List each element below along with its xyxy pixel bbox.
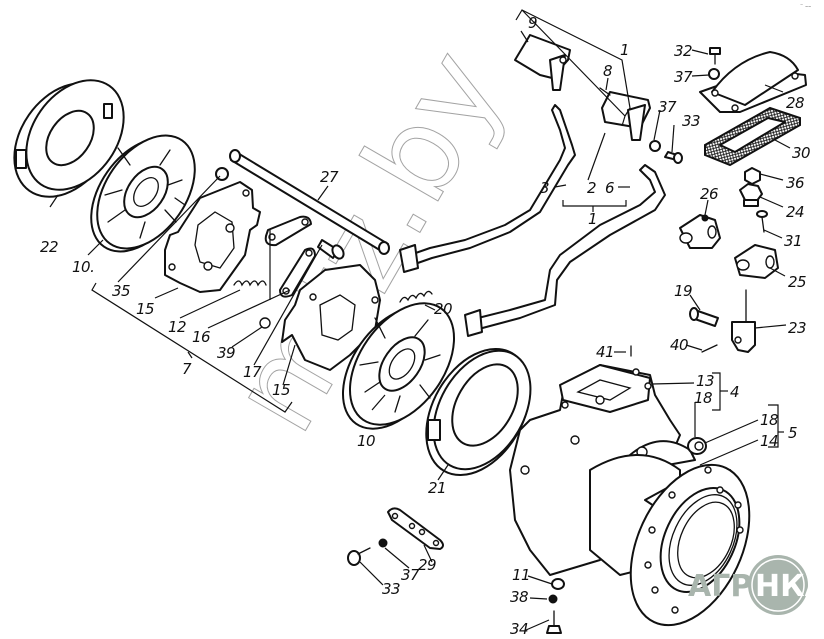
label-8: 8 <box>603 62 612 80</box>
label-26: 26 <box>700 185 718 203</box>
part-33-bolt-top <box>664 151 683 164</box>
logo-text-inside: НКА <box>755 569 824 604</box>
label-33-top: 33 <box>682 112 700 130</box>
label-17: 17 <box>243 363 262 381</box>
part-3-lever <box>399 104 576 273</box>
part-9-pedal-pad <box>514 34 571 91</box>
label-37-mid: 37 <box>658 98 677 116</box>
part-25-yoke <box>734 244 779 279</box>
label-21: 21 <box>428 479 446 497</box>
label-22: 22 <box>40 238 58 256</box>
label-37-top: 37 <box>674 68 693 86</box>
label-3: 3 <box>540 179 549 197</box>
part-12-spring <box>233 280 267 287</box>
label-41: 41 <box>596 343 614 361</box>
label-15-mid: 15 <box>272 381 290 399</box>
leader-lines <box>49 9 791 631</box>
part-32-bolt <box>709 47 721 65</box>
part-34-bolt <box>546 610 562 634</box>
part-8-pedal-pad <box>599 87 651 141</box>
part-21-drum <box>425 347 532 477</box>
label-20: 20 <box>434 300 452 318</box>
part-23-clevis-rod <box>731 289 756 353</box>
label-10-left: 10. <box>72 258 94 276</box>
label-18-b: 18 <box>760 411 778 429</box>
label-28: 28 <box>786 94 804 112</box>
part-37-washer-top <box>708 68 720 80</box>
part-10-brake-disc-left <box>90 134 196 253</box>
label-36: 36 <box>786 174 804 192</box>
part-14-flange <box>629 463 751 627</box>
part-16-links <box>264 215 316 298</box>
part-40-cotter-pin <box>701 344 718 353</box>
part-37-washer-bottom <box>378 538 388 548</box>
part-10-brake-disc-mid <box>341 302 456 430</box>
part-37-washer-mid <box>649 140 661 152</box>
part-6-lever <box>464 164 666 337</box>
part-28-cover <box>699 51 807 113</box>
label-31: 31 <box>784 232 802 250</box>
part-38-washer <box>548 594 558 604</box>
label-12: 12 <box>168 318 186 336</box>
label-38: 38 <box>510 588 528 606</box>
label-9: 9 <box>528 14 537 32</box>
label-40: 40 <box>670 336 688 354</box>
part-17-bolt <box>317 239 345 260</box>
part-15-brake-plate-left <box>164 181 261 293</box>
part-30-gasket <box>704 106 801 167</box>
label-10-mid: 10 <box>357 432 375 450</box>
label-6: 6 <box>605 179 614 197</box>
part-27-shaft <box>229 149 390 255</box>
label-14: 14 <box>760 432 778 450</box>
label-33-bottom: 33 <box>382 580 400 598</box>
part-26-yoke <box>679 214 721 249</box>
label-15-left: 15 <box>136 300 154 318</box>
label-25: 25 <box>788 273 806 291</box>
label-18-a: 18 <box>694 389 712 407</box>
corner-mark: ⁻ –– <box>800 3 811 10</box>
label-27: 27 <box>320 168 339 186</box>
label-1-top: 1 <box>620 41 629 59</box>
label-32: 32 <box>674 42 692 60</box>
label-29: 29 <box>418 556 436 574</box>
part-36-nut <box>744 167 761 185</box>
label-30: 30 <box>792 144 810 162</box>
label-23: 23 <box>788 319 806 337</box>
agronka-logo: АГРО НКА <box>688 555 824 615</box>
part-22-cover <box>13 79 125 198</box>
logo-text-outside: АГРО <box>688 569 778 604</box>
part-labels: 9 1 8 37 33 32 37 28 30 36 24 31 26 25 1… <box>40 14 811 638</box>
part-18-bushing <box>687 437 707 455</box>
label-35: 35 <box>112 282 130 300</box>
label-5: 5 <box>788 424 797 442</box>
label-19: 19 <box>674 282 692 300</box>
label-37-bottom: 37 <box>401 566 420 584</box>
part-31-bolt <box>756 210 768 233</box>
label-11: 11 <box>512 566 530 584</box>
label-1-mid: 1 <box>588 210 597 228</box>
part-39-ball <box>259 317 271 329</box>
label-34: 34 <box>510 620 528 638</box>
label-2: 2 <box>587 179 596 197</box>
part-19-pin <box>689 307 719 327</box>
part-29-plate <box>387 507 444 550</box>
label-13: 13 <box>696 372 714 390</box>
label-24: 24 <box>786 203 804 221</box>
part-20-spring <box>399 290 433 303</box>
label-16: 16 <box>192 328 210 346</box>
label-7: 7 <box>182 360 192 378</box>
label-39: 39 <box>217 344 235 362</box>
part-11-plug <box>551 578 565 590</box>
part-24-nut <box>739 183 763 207</box>
label-4: 4 <box>730 383 739 401</box>
part-33-bolt-bottom <box>347 547 371 566</box>
